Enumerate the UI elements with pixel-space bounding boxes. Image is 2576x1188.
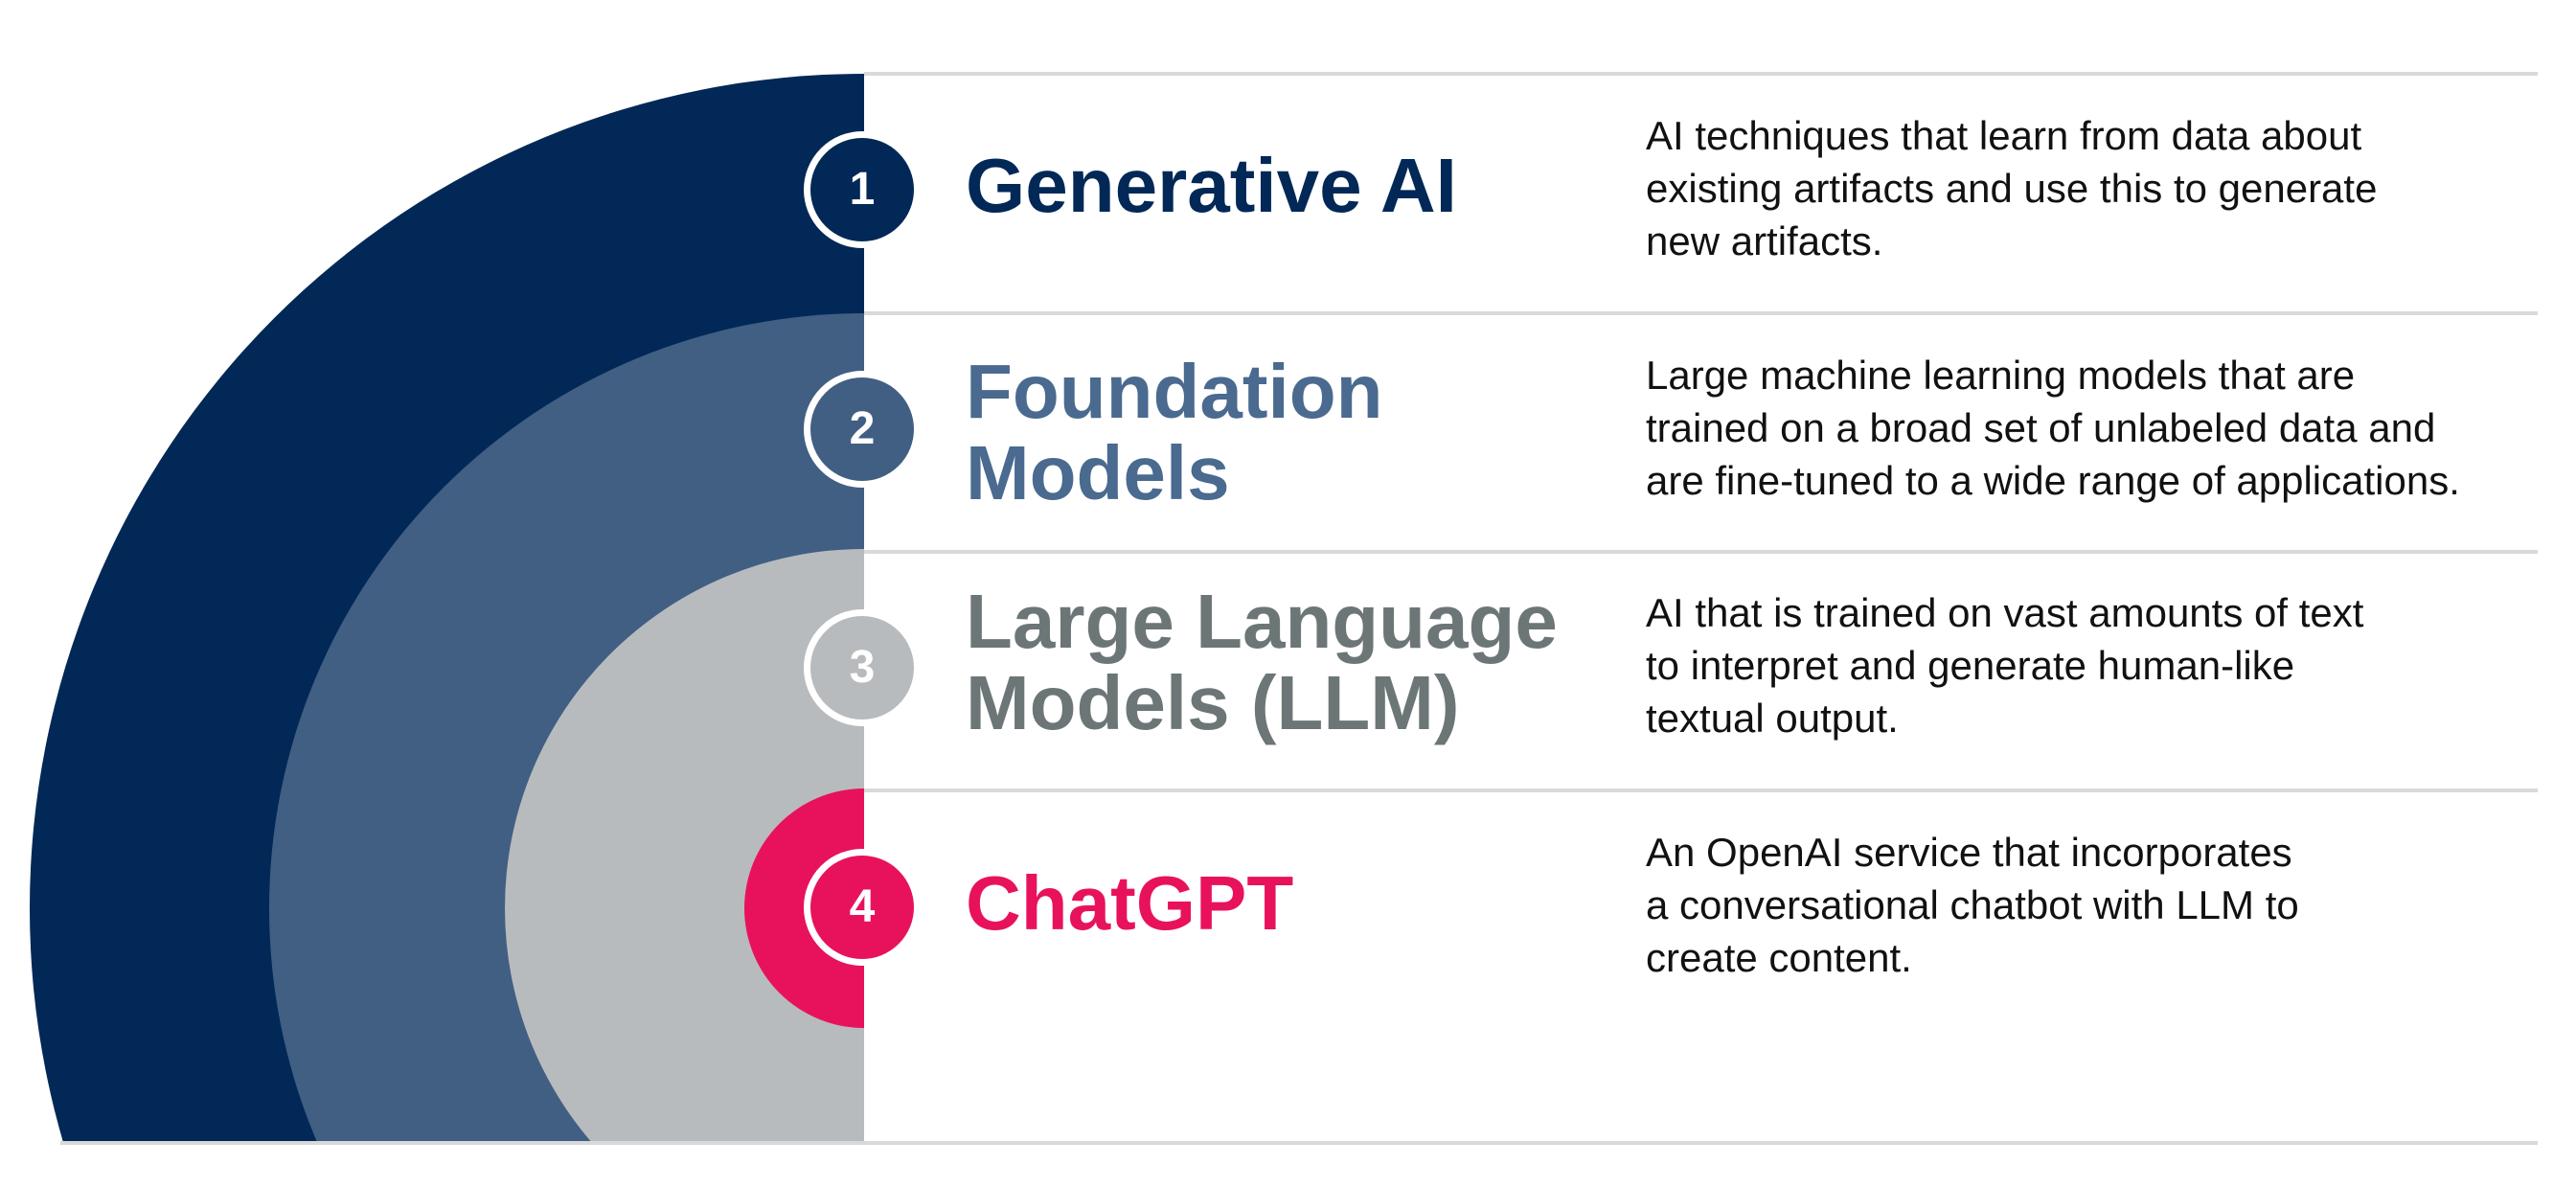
row-divider-2 [864,550,2538,554]
layer-llm-arc [505,549,864,1142]
badge-number: 2 [849,403,876,454]
row-divider-1 [864,311,2538,315]
row-divider-top [864,72,2538,76]
row-title-chatgpt: ChatGPT [966,860,1294,946]
number-badge-3: 3 [804,609,921,726]
baseline-divider [60,1141,2538,1145]
row-title-generative-ai: Generative AI [966,143,1457,228]
number-badge-4: 4 [804,849,921,966]
badge-number: 4 [849,881,876,932]
number-badge-1: 1 [804,131,921,248]
row-description-generative-ai: AI techniques that learn from data about… [1646,113,2378,263]
row-title-large-language-models: Large Language Models (LLM) [966,579,1558,745]
row-divider-3 [864,788,2538,792]
row-description-large-language-models: AI that is trained on vast amounts of te… [1646,590,2364,741]
row-description-foundation-models: Large machine learning models that are t… [1646,353,2460,503]
row-description-chatgpt: An OpenAI service that incorporates a co… [1646,830,2299,980]
badge-number: 3 [849,642,876,693]
badge-number: 1 [849,164,876,215]
row-title-foundation-models: Foundation Models [966,349,1383,515]
number-badge-2: 2 [804,371,921,488]
